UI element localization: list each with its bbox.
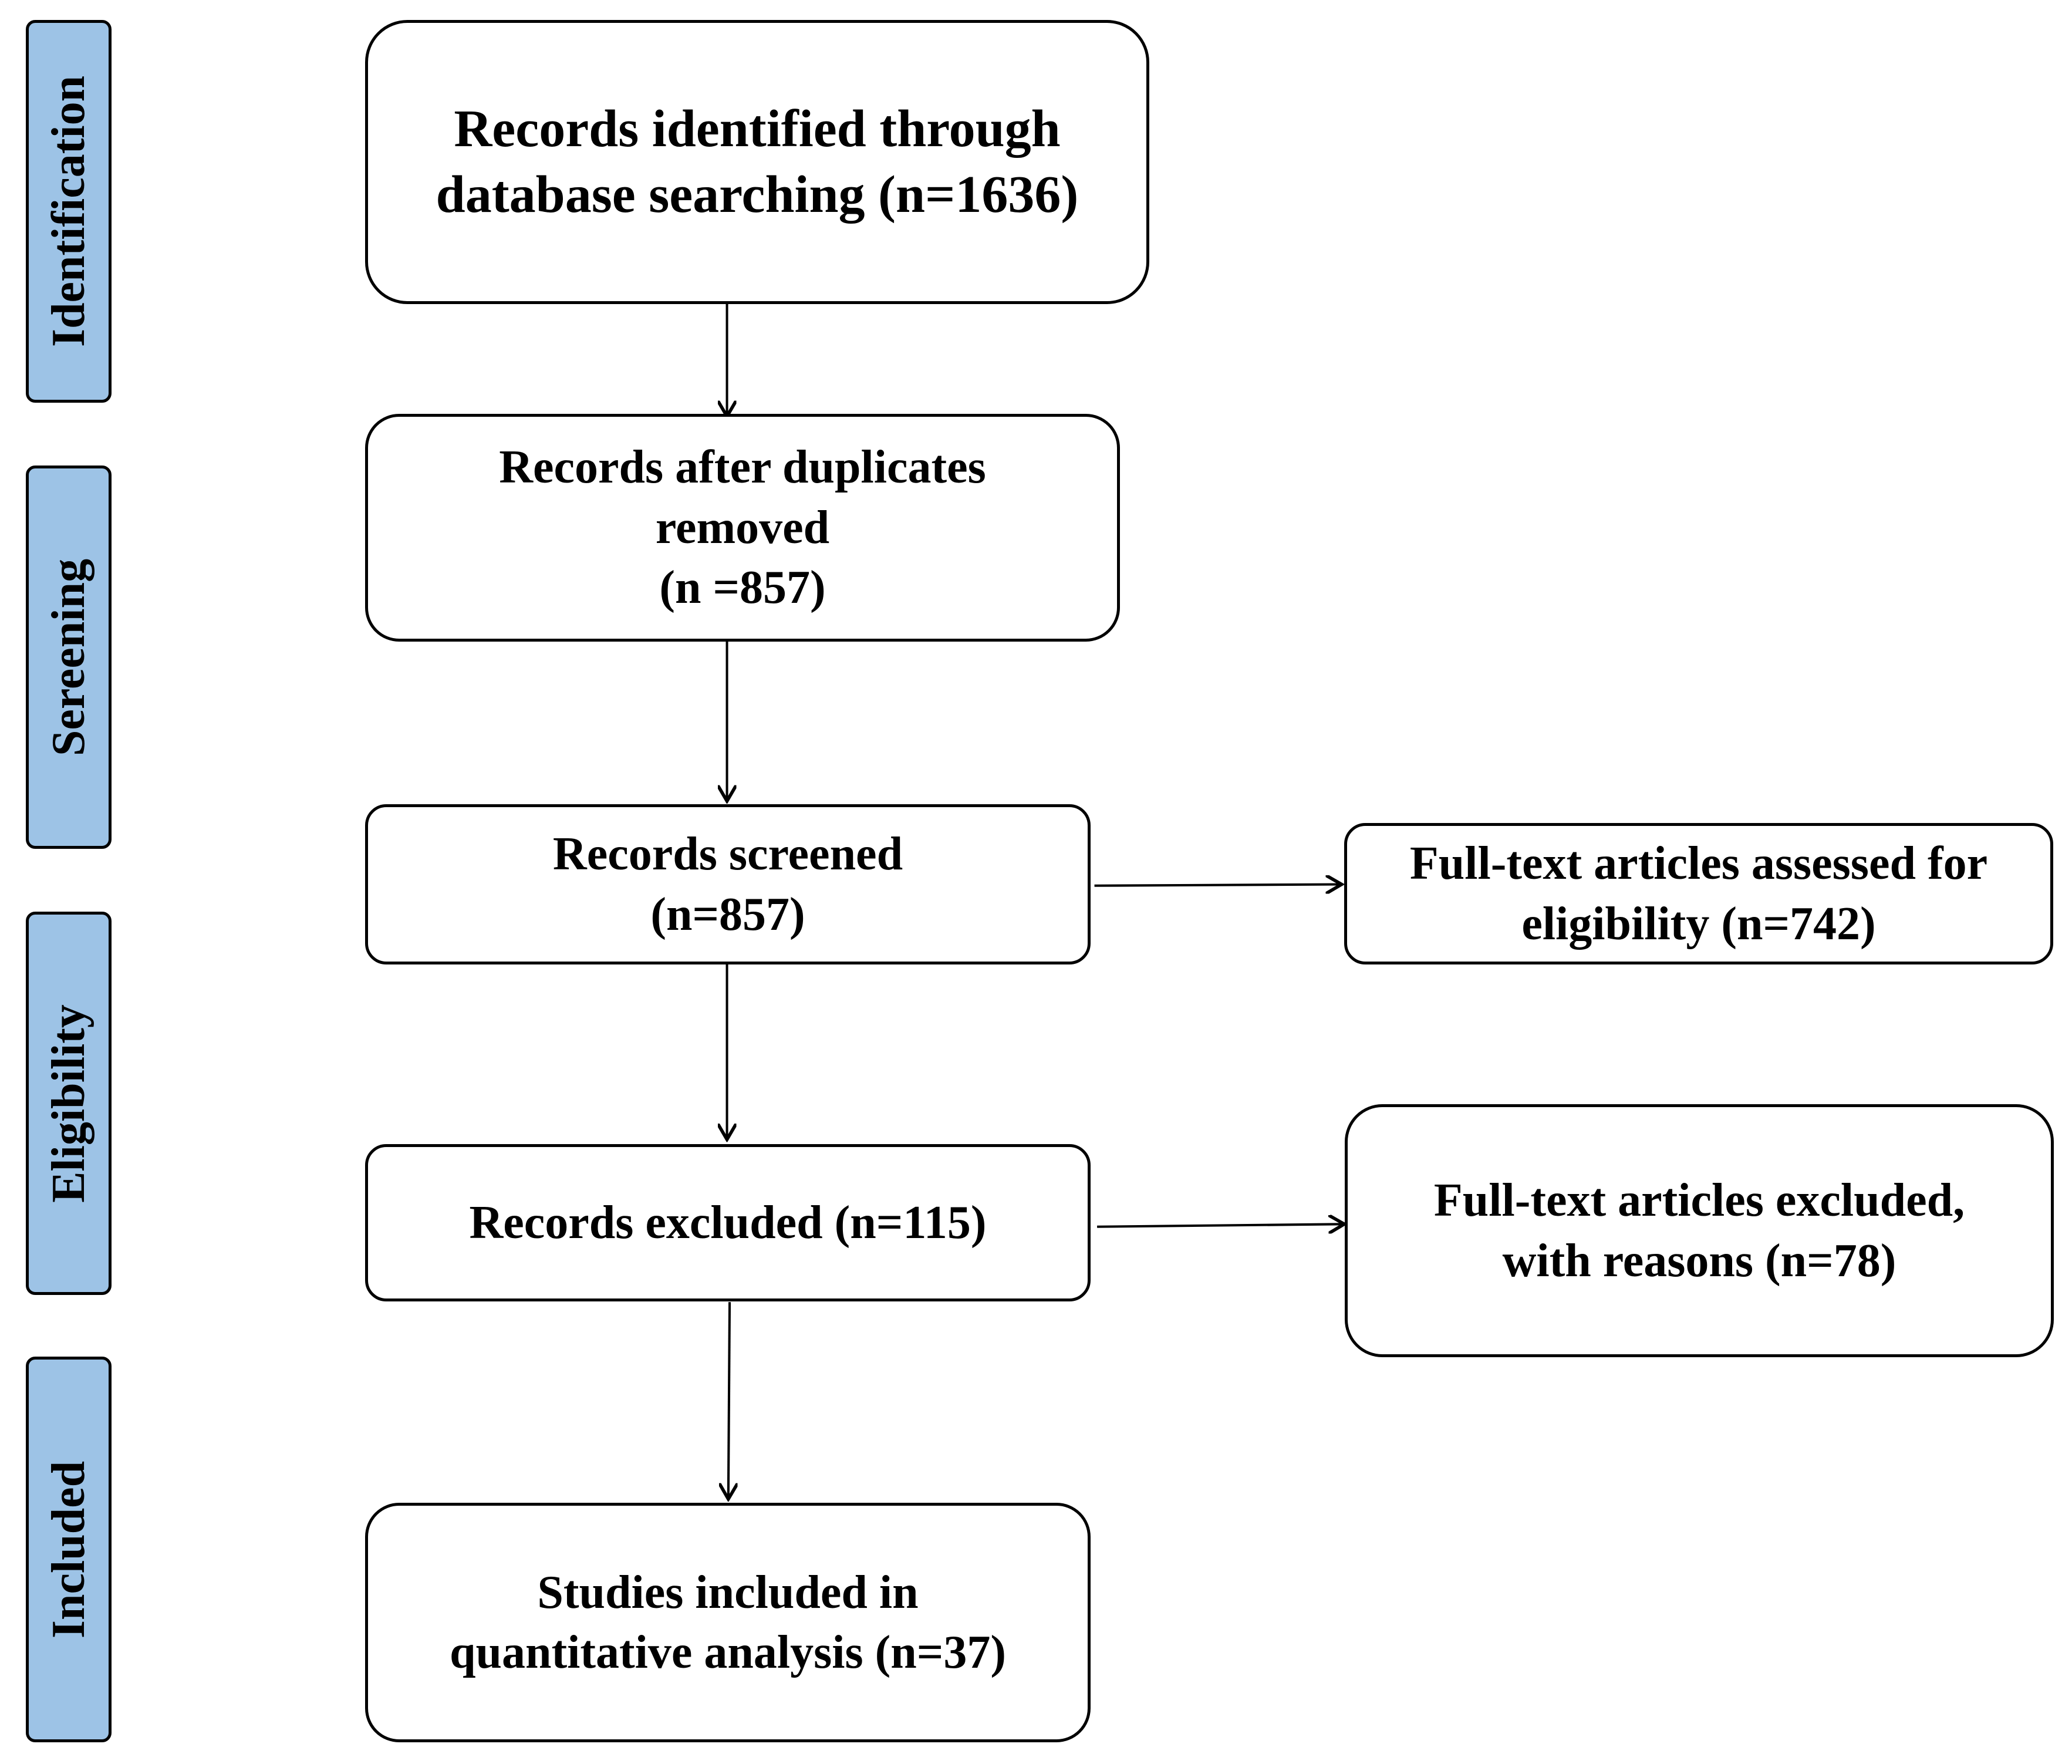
box-records-identified-line-2: database searching (n=1636) [436, 166, 1079, 224]
stage-label-screening: Sereening [43, 558, 95, 756]
box-records-identified-line-1: Records identified through [454, 99, 1061, 158]
box-fulltext-excluded-line-2: with reasons (n=78) [1502, 1235, 1896, 1287]
box-records-excluded: Records excluded (n=115) [365, 1144, 1091, 1301]
box-records-screened-line-2: (n=857) [650, 888, 805, 940]
box-records-excluded-line-1: Records excluded (n=115) [469, 1196, 987, 1249]
box-fulltext-assessed-line-2: eligibility (n=742) [1521, 898, 1876, 950]
box-fulltext-excluded-line-1: Full-text articles excluded, [1433, 1175, 1965, 1227]
stage-label-identification: Identification [43, 75, 95, 348]
stage-identification: Identification [26, 20, 112, 403]
box-fulltext-excluded: Full-text articles excluded, with reason… [1345, 1104, 2054, 1357]
box-records-deduplicated-line-2: removed [655, 501, 830, 554]
box-studies-included: Studies included in quantitative analysi… [365, 1503, 1091, 1742]
box-studies-included-line-1: Studies included in [537, 1566, 919, 1618]
arrow-screened-to-assessed [1094, 885, 1342, 886]
box-records-screened-line-1: Records screened [552, 828, 903, 881]
box-fulltext-assessed-line-1: Full-text articles assessed for [1409, 838, 1988, 890]
stage-included: Included [26, 1357, 112, 1742]
box-records-deduplicated-line-3: (n =857) [659, 562, 826, 614]
box-records-deduplicated: Records after duplicates removed (n =857… [365, 414, 1120, 642]
stage-label-included: Included [43, 1461, 95, 1638]
box-records-screened: Records screened (n=857) [365, 804, 1091, 964]
box-studies-included-line-2: quantitative analysis (n=37) [450, 1627, 1006, 1678]
arrow-excluded-to-fulltext-excluded [1097, 1224, 1344, 1227]
box-records-identified: Records identified through database sear… [365, 20, 1149, 304]
box-fulltext-assessed: Full-text articles assessed for eligibil… [1344, 823, 2053, 964]
stage-eligibility: Eligibility [26, 912, 112, 1295]
stage-label-eligibility: Eligibility [43, 1004, 95, 1203]
stage-screening: Sereening [26, 466, 112, 849]
arrow-excluded-to-included [728, 1302, 730, 1499]
box-records-deduplicated-line-1: Records after duplicates [499, 441, 986, 494]
